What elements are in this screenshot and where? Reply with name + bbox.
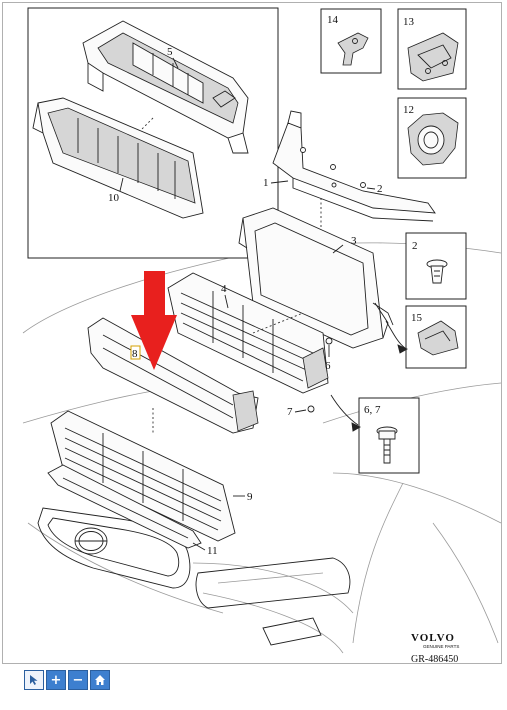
callout-6: 6 (325, 360, 331, 372)
callout-8-box (130, 345, 141, 360)
callout-2: 2 (377, 183, 383, 195)
clip-icon (300, 147, 366, 188)
leader-15 (385, 320, 406, 349)
parts-diagram: 5 10 14 13 12 1 (22, 7, 502, 665)
part-12-sensor-bracket (407, 112, 459, 166)
part-14-bracket (337, 32, 369, 66)
zoom-out-button[interactable]: − (68, 670, 88, 690)
callout-3: 3 (351, 235, 357, 247)
brand-logo: VOLVO (411, 632, 455, 644)
home-icon (95, 675, 105, 685)
screw-7-icon (307, 405, 315, 413)
zoom-in-button[interactable]: + (46, 670, 66, 690)
pointer-button[interactable] (24, 670, 44, 690)
part-15-bracket (417, 320, 459, 356)
part-4-grille (167, 272, 329, 394)
box-13-label: 13 (403, 16, 415, 28)
box-2-label: 2 (412, 240, 418, 252)
part-11-lower-trim (47, 464, 202, 549)
box-12-label: 12 (403, 104, 414, 116)
box-6-7-label: 6, 7 (364, 404, 381, 416)
brand-subtitle: GENUINE PARTS (423, 644, 459, 649)
leader-6-7 (330, 394, 359, 426)
callout-7: 7 (287, 406, 293, 418)
pointer-icon (30, 675, 38, 685)
callout-10: 10 (108, 192, 120, 204)
part-5-radiator-support (82, 20, 249, 154)
highlight-arrow-icon (131, 271, 177, 370)
callout-4: 4 (221, 283, 227, 295)
screw-6-icon (325, 337, 333, 345)
part-13-bracket (407, 32, 459, 82)
part-1-upper-trim (272, 110, 436, 222)
volvo-emblem-icon (74, 527, 108, 555)
diagram-frame: 5 10 14 13 12 1 (2, 2, 502, 665)
box-14-label: 14 (327, 14, 339, 26)
callout-5: 5 (167, 46, 173, 58)
part-2-clip (426, 259, 448, 284)
home-button[interactable] (90, 670, 110, 690)
callout-1: 1 (263, 177, 269, 189)
box-15-label: 15 (411, 312, 423, 324)
part-10-air-guide (32, 97, 204, 219)
viewer-toolbar: + − (24, 670, 110, 692)
part-6-7-bolt (376, 426, 398, 464)
callout-8: 8 (132, 348, 138, 360)
callout-9: 9 (247, 491, 253, 503)
reference-code: GR-486450 (411, 654, 458, 665)
callout-11: 11 (207, 545, 218, 557)
